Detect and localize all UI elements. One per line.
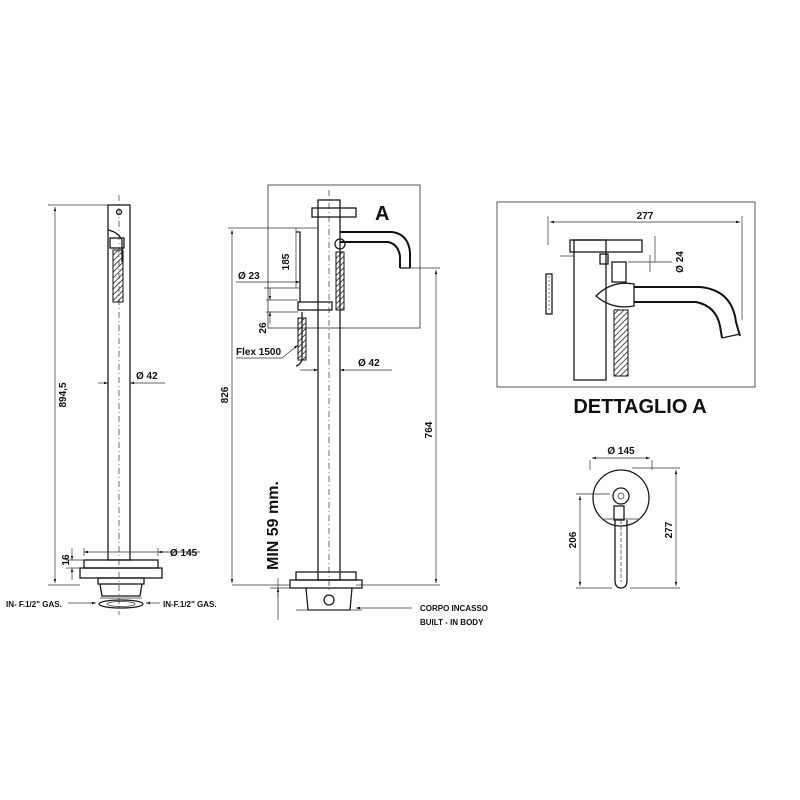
front-knob xyxy=(612,487,630,505)
left-hose xyxy=(112,249,124,303)
dim-base-diameter-left: Ø 145 xyxy=(170,548,198,559)
detail-a-marker: A xyxy=(375,203,389,225)
detail-dim-diameter: Ø 24 xyxy=(675,251,686,273)
dim-height-764: 764 xyxy=(424,421,435,438)
body-label-it: CORPO INCASSO xyxy=(420,604,488,613)
dim-hose-diameter: Ø 23 xyxy=(238,271,260,282)
left-side-view: 894,5 Ø 42 16 Ø 145 IN- F.1/2" GAS. IN-F… xyxy=(6,195,217,615)
dim-26: 26 xyxy=(258,322,269,334)
detail-a-view: 277 Ø 24 DETTAGLIO A xyxy=(496,201,756,418)
detail-dim-277: 277 xyxy=(637,211,654,222)
front-dim-diameter: Ø 145 xyxy=(607,446,635,457)
center-spout xyxy=(340,231,411,268)
center-side-view: A 826 185 Ø 23 26 xyxy=(220,184,488,627)
front-dim-206: 206 xyxy=(568,531,579,548)
left-hook xyxy=(107,229,123,262)
center-base-top xyxy=(295,571,357,581)
built-in-body xyxy=(305,587,353,611)
front-plate xyxy=(592,469,650,527)
detail-hose xyxy=(613,309,629,377)
body-label-en: BUILT - IN BODY xyxy=(420,618,484,627)
center-holder xyxy=(297,301,333,311)
flex-label: Flex 1500 xyxy=(236,347,281,358)
detail-lever xyxy=(569,239,643,253)
front-lever xyxy=(614,520,628,589)
center-base xyxy=(289,579,363,589)
dim-base-height: 16 xyxy=(61,554,72,566)
detail-a-frame xyxy=(267,184,421,329)
left-base xyxy=(79,567,163,579)
detail-a-box xyxy=(496,201,756,388)
front-view: Ø 145 206 277 xyxy=(568,446,680,589)
dim-height-894: 894,5 xyxy=(58,382,69,407)
left-base-top xyxy=(83,559,159,569)
center-flex-hose xyxy=(297,317,307,361)
inlet-right-label: IN-F.1/2" GAS. xyxy=(163,600,217,609)
detail-spout xyxy=(634,286,741,337)
min-depth-label: MIN 59 mm. xyxy=(265,481,282,570)
detail-stem xyxy=(573,239,607,381)
inlet-left-label: IN- F.1/2" GAS. xyxy=(6,600,62,609)
center-lever xyxy=(311,207,357,218)
detail-a-title: DETTAGLIO A xyxy=(573,396,706,418)
dim-stem-diameter-left: Ø 42 xyxy=(136,371,158,382)
detail-diverter xyxy=(595,282,635,308)
dim-stem-diameter-center: Ø 42 xyxy=(358,358,380,369)
dim-height-826: 826 xyxy=(220,386,231,403)
front-dim-277: 277 xyxy=(664,521,675,538)
dim-185: 185 xyxy=(281,253,292,270)
